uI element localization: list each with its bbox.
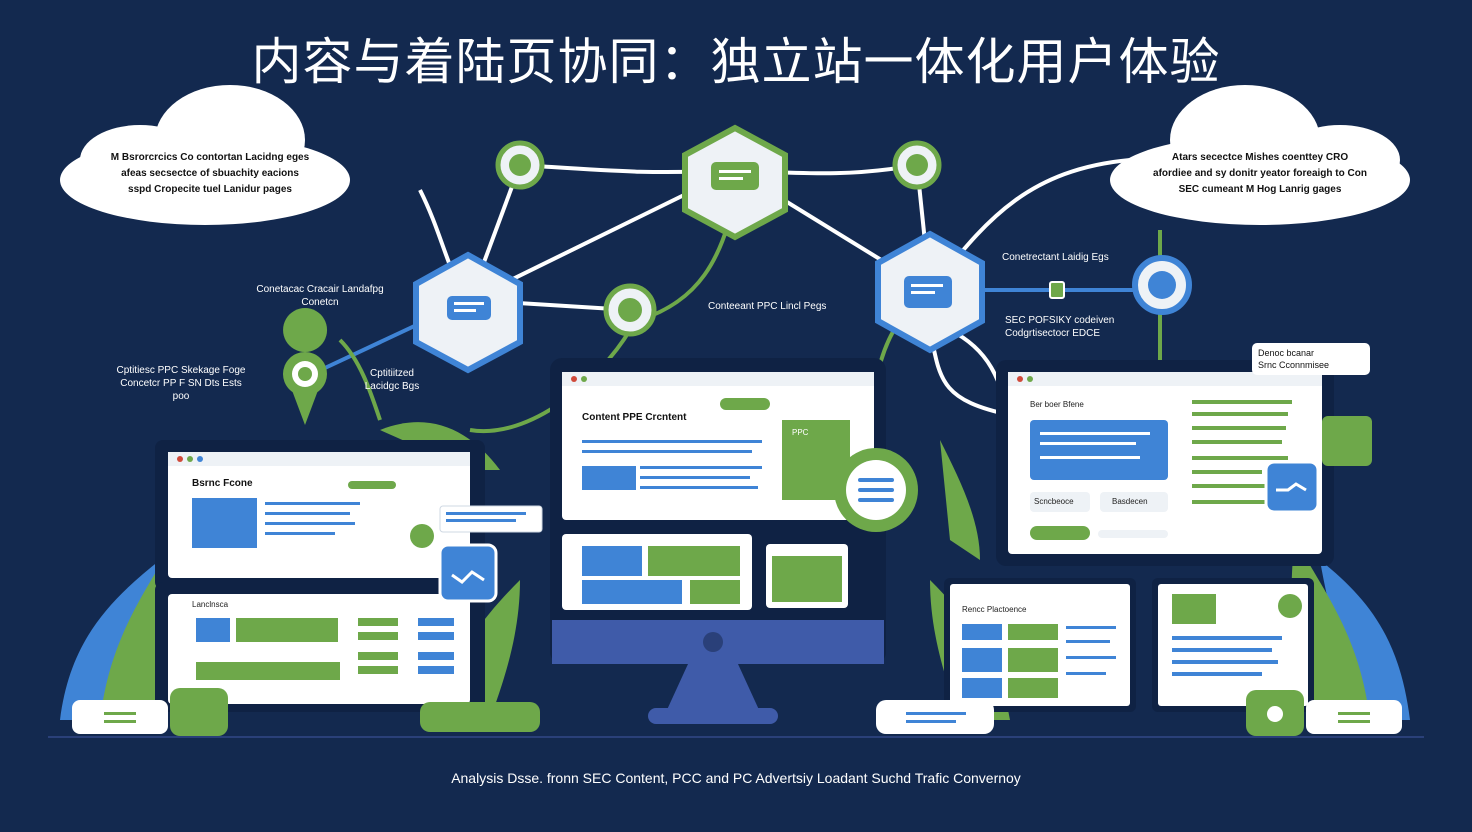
page-title: 内容与着陆页协同：独立站一体化用户体验 (251, 33, 1221, 91)
label-line: Codgrtisectocr EDCE (1005, 328, 1101, 339)
wave-icon (1322, 416, 1372, 466)
label-line: Conetacac Cracair Landafpg (256, 284, 384, 295)
label-line: Conetcn (301, 297, 339, 308)
cloud-left-line: afeas secsectce of sbuachity eacions (121, 168, 299, 179)
label-line: SEC POFSIKY codeiven (1005, 315, 1115, 326)
left-top-window-title: Bsrnc Fcone (192, 478, 253, 489)
circle-node-right (1132, 255, 1192, 315)
right-chip-2: Basdecen (1112, 497, 1148, 506)
center-label: Conteeant PPC Lincl Pegs (708, 301, 827, 312)
left-pin-label: Cptitiesc PPC Skekage Foge Concetcr PP F… (96, 364, 266, 403)
browser-window-left-top (155, 440, 543, 590)
message-icon (447, 296, 491, 320)
bottom-right-window-title: Rencc Plactoence (962, 605, 1027, 614)
label-line: poo (172, 391, 190, 402)
circle-node-top-right (892, 140, 942, 190)
cloud-left-text: M Bsrorcrcics Co contortan Lacidng eges … (80, 150, 340, 198)
right-window-title: Ber boer Bfene (1030, 400, 1084, 409)
check-icon (906, 154, 928, 176)
download-icon (170, 688, 228, 736)
circle-node-top-left (495, 140, 545, 190)
browser-window-bottom-right-b (1152, 578, 1314, 712)
leaf-icon (618, 298, 642, 322)
tag-line: Denoc bcanar (1258, 348, 1315, 358)
cloud-right-line: Atars secectce Mishes coenttey CRO (1171, 152, 1349, 163)
circle-node-mid (603, 283, 657, 337)
chart-trend-icon (438, 543, 498, 603)
right-chip-1: Scncbeoce (1034, 497, 1074, 506)
browser-window-right (996, 360, 1372, 566)
tag-line: Srnc Cconnmisee (1258, 360, 1330, 370)
left-node-label: Conetacac Cracair Landafpg Conetcn (230, 283, 410, 309)
monitor-panel-label: PPC (792, 428, 809, 437)
label-line: Cptitiitzed (370, 368, 414, 379)
list-icon (834, 448, 918, 532)
link-icon (1049, 281, 1065, 299)
monitor-title: Content PPE Crcntent (582, 412, 687, 423)
seo-label: SEC POFSIKY codeiven Codgrtisectocr EDCE (1005, 314, 1145, 340)
cloud-right (1110, 85, 1410, 225)
status-tag: Denoc bcanar Srnc Cconnmisee (1252, 343, 1370, 375)
optimized-label: Cptitiitzed Lacidgc Bgs (352, 367, 432, 393)
hex-node-left (413, 251, 523, 374)
caption: Analysis Dsse. fronn SEC Content, PCC an… (451, 770, 1021, 786)
label-line: Cptitiesc PPC Skekage Foge (116, 365, 246, 376)
cloud-left-line: M Bsrorcrcics Co contortan Lacidng eges (110, 152, 310, 163)
browser-window-bottom-right-a (944, 578, 1136, 712)
hex-node-right (875, 230, 985, 354)
cloud-right-text: Atars secectce Mishes coenttey CRO aford… (1130, 150, 1390, 198)
cloud-right-line: SEC cumeant M Hog Lanrig gages (1178, 184, 1342, 195)
label-line: Concetcr PP F SN Dts Ests (120, 378, 242, 389)
hex-node-center (682, 124, 788, 241)
cloud-left (60, 85, 350, 225)
location-pin-left (283, 308, 328, 425)
leaf-icon (509, 154, 531, 176)
cloud-right-line: afordiee and sy donitr yeator foreaigh t… (1153, 168, 1367, 179)
label-line: Lacidgc Bgs (364, 381, 420, 392)
cloud-left-line: sspd Cropecite tuel Lanidur pages (128, 184, 292, 195)
left-bottom-window-title: Lanclnsca (192, 600, 229, 609)
chat-icon (711, 162, 759, 190)
browser-window-left-bottom (155, 543, 498, 712)
floor-pills (48, 688, 1424, 738)
right-node-label: Conetrectant Laidig Egs (1002, 252, 1109, 263)
cloud-icon (1148, 271, 1176, 299)
